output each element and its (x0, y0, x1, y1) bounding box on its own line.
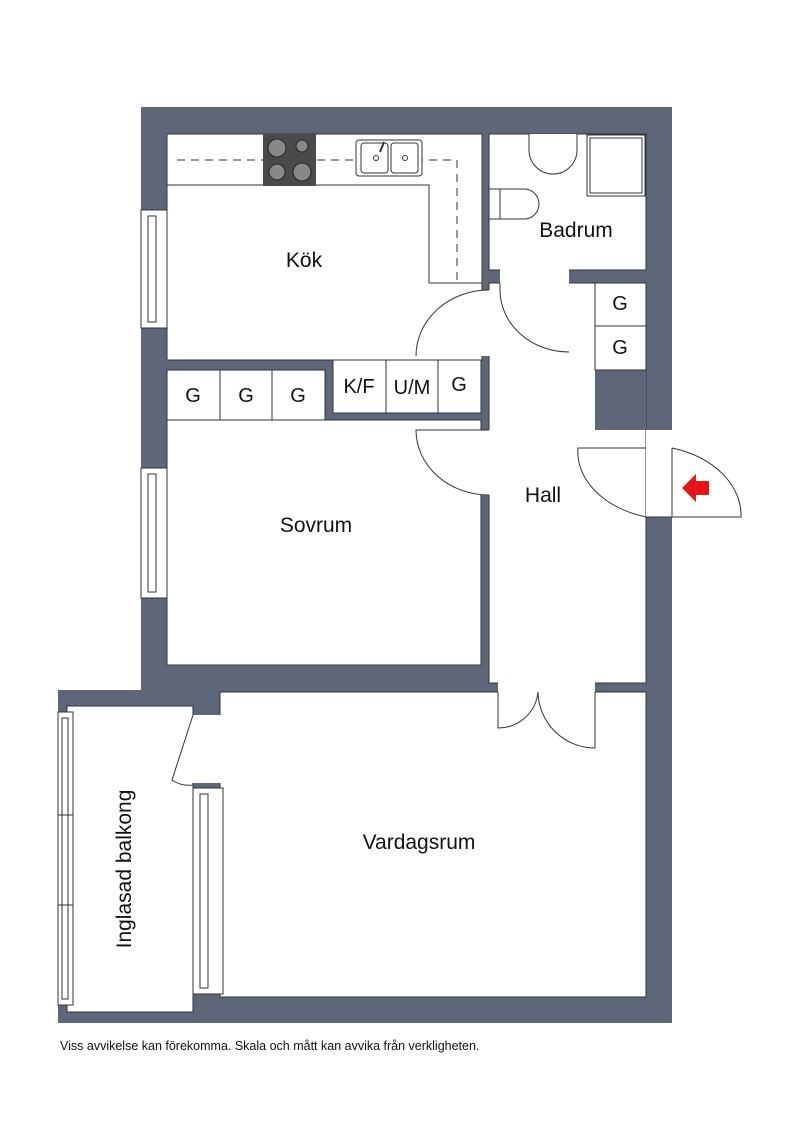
room-label-balcony: Inglasad balkong (113, 790, 136, 949)
balcony-floor (66, 705, 194, 1013)
wardrobe-label: G (238, 385, 254, 407)
living-room-floor (219, 691, 647, 998)
bathroom-fixtures (488, 134, 646, 220)
oven-microwave-label: U/M (394, 377, 431, 399)
wall-block (595, 370, 646, 430)
wardrobe-label: G (185, 385, 201, 407)
room-label-bedroom: Sovrum (280, 514, 352, 537)
wardrobe-label: G (290, 385, 306, 407)
doors (171, 283, 742, 786)
room-label-living-room: Vardagsrum (363, 831, 476, 854)
cabinet-label: G (451, 374, 467, 396)
room-label-kitchen: Kök (286, 249, 323, 272)
sink-icon (355, 139, 423, 177)
disclaimer: Viss avvikelse kan förekomma. Skala och … (60, 1039, 480, 1053)
kitchen-counter (167, 134, 482, 284)
room-label-bathroom: Badrum (539, 219, 613, 242)
storage: G G G G G K/F U/M G (166, 282, 647, 421)
closet-label: G (612, 337, 628, 359)
entrance-arrow-icon (682, 474, 709, 502)
toilet-icon (488, 188, 540, 220)
room-label-hall: Hall (525, 484, 561, 507)
closet-label: G (612, 293, 628, 315)
windows (57, 209, 224, 1006)
bedroom-floor (166, 419, 482, 666)
washbasin-icon (528, 134, 578, 175)
fridge-freezer-label: K/F (343, 376, 374, 398)
